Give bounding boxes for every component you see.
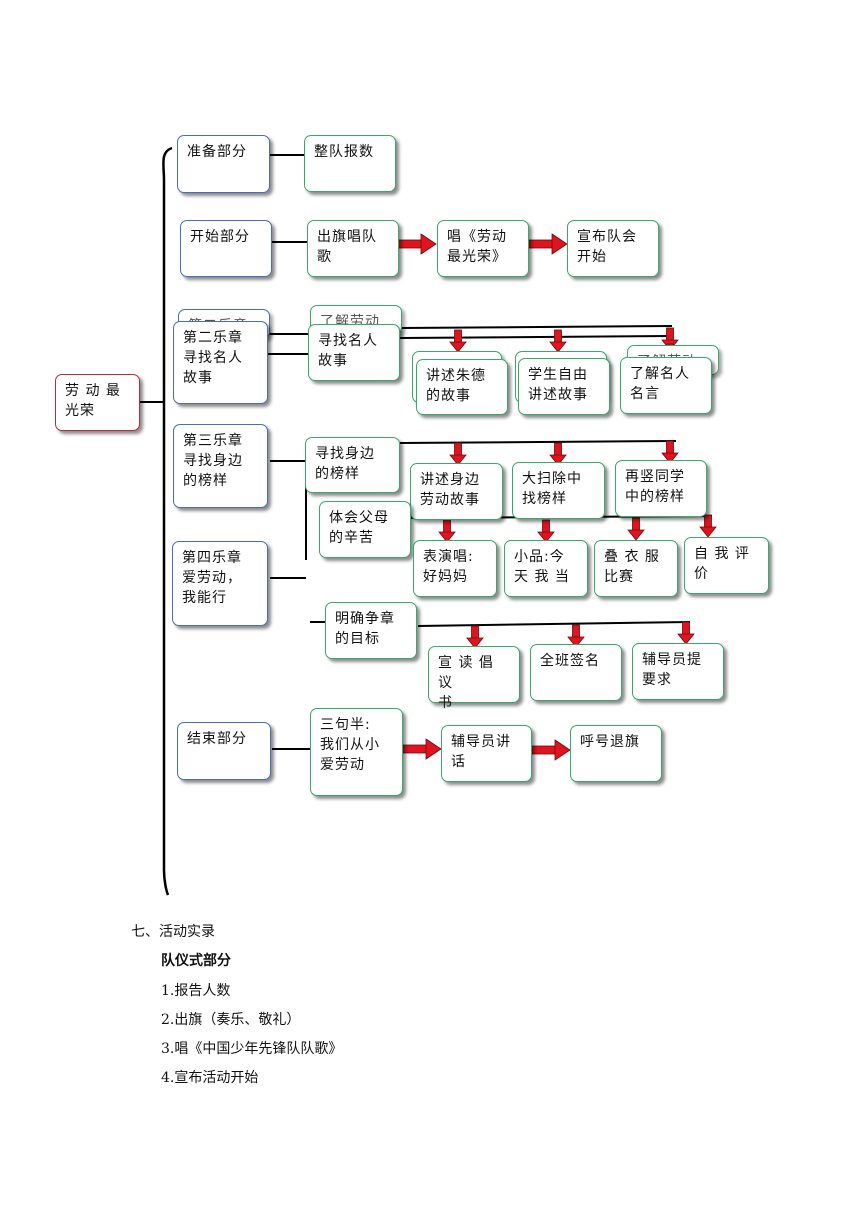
step-skit: 小品:今 天 我 当 [504,540,588,597]
step-flag-song: 出旗唱队 歌 [307,220,399,277]
step-announce: 宣布队会 开始 [567,220,659,277]
step-parents: 体会父母 的辛苦 [319,501,411,558]
record-item: 4.宣布活动开始 [161,1070,259,1086]
section-end: 结束部分 [177,722,271,780]
step-zhu-de-story: 讲述朱德 的故事 [416,359,508,415]
step-class-sign: 全班签名 [530,644,622,701]
step-counselor-request: 辅导员提 要求 [632,643,724,700]
step-famous-quotes: 了解名人 名言 [620,357,712,414]
record-item: 1.报告人数 [161,983,231,999]
record-heading: 七、活动实录 [131,924,215,940]
record-item: 3.唱《中国少年先锋队队歌》 [161,1041,343,1057]
step-free-tell: 学生自由 讲述故事 [518,358,610,415]
record-item: 2.出旗（奏乐、敬礼） [161,1012,301,1028]
step-counselor-talk: 辅导员讲 话 [441,725,532,782]
record-subheading: 队仪式部分 [161,953,231,969]
step-three-half: 三句半: 我们从小 爱劳动 [310,708,403,796]
step-cleanup: 大扫除中 找榜样 [512,462,605,519]
step-sing-labor: 唱《劳动 最光荣》 [437,220,529,277]
step-perform: 表演唱: 好妈妈 [413,540,497,597]
step-tell-labor: 讲述身边 劳动故事 [410,463,503,520]
step-find-famous: 寻找名人 故事 [308,324,400,381]
step-badge-goal: 明确争章 的目标 [325,602,417,659]
section-chapter-2: 第二乐章 寻找名人 故事 [173,321,268,404]
step-self-eval: 自 我 评 价 [684,537,769,594]
step-fold-clothes: 叠 衣 服 比赛 [594,540,678,597]
section-start: 开始部分 [180,220,272,277]
step-line-up: 整队报数 [304,135,396,192]
main-brace [162,146,173,896]
section-chapter-3: 第三乐章 寻找身边 的榜样 [173,424,268,508]
step-read-proposal: 宣 读 倡 议 书 [428,646,520,711]
step-find-nearby: 寻找身边 的榜样 [305,437,400,493]
section-prep: 准备部分 [177,135,270,193]
section-chapter-4: 第四乐章 爱劳动， 我能行 [172,541,268,626]
step-erect-model: 再竖同学 中的榜样 [615,460,707,517]
step-retire-flag: 呼号退旗 [570,725,662,782]
root-topic-box: 劳 动 最 光荣 [55,374,140,431]
